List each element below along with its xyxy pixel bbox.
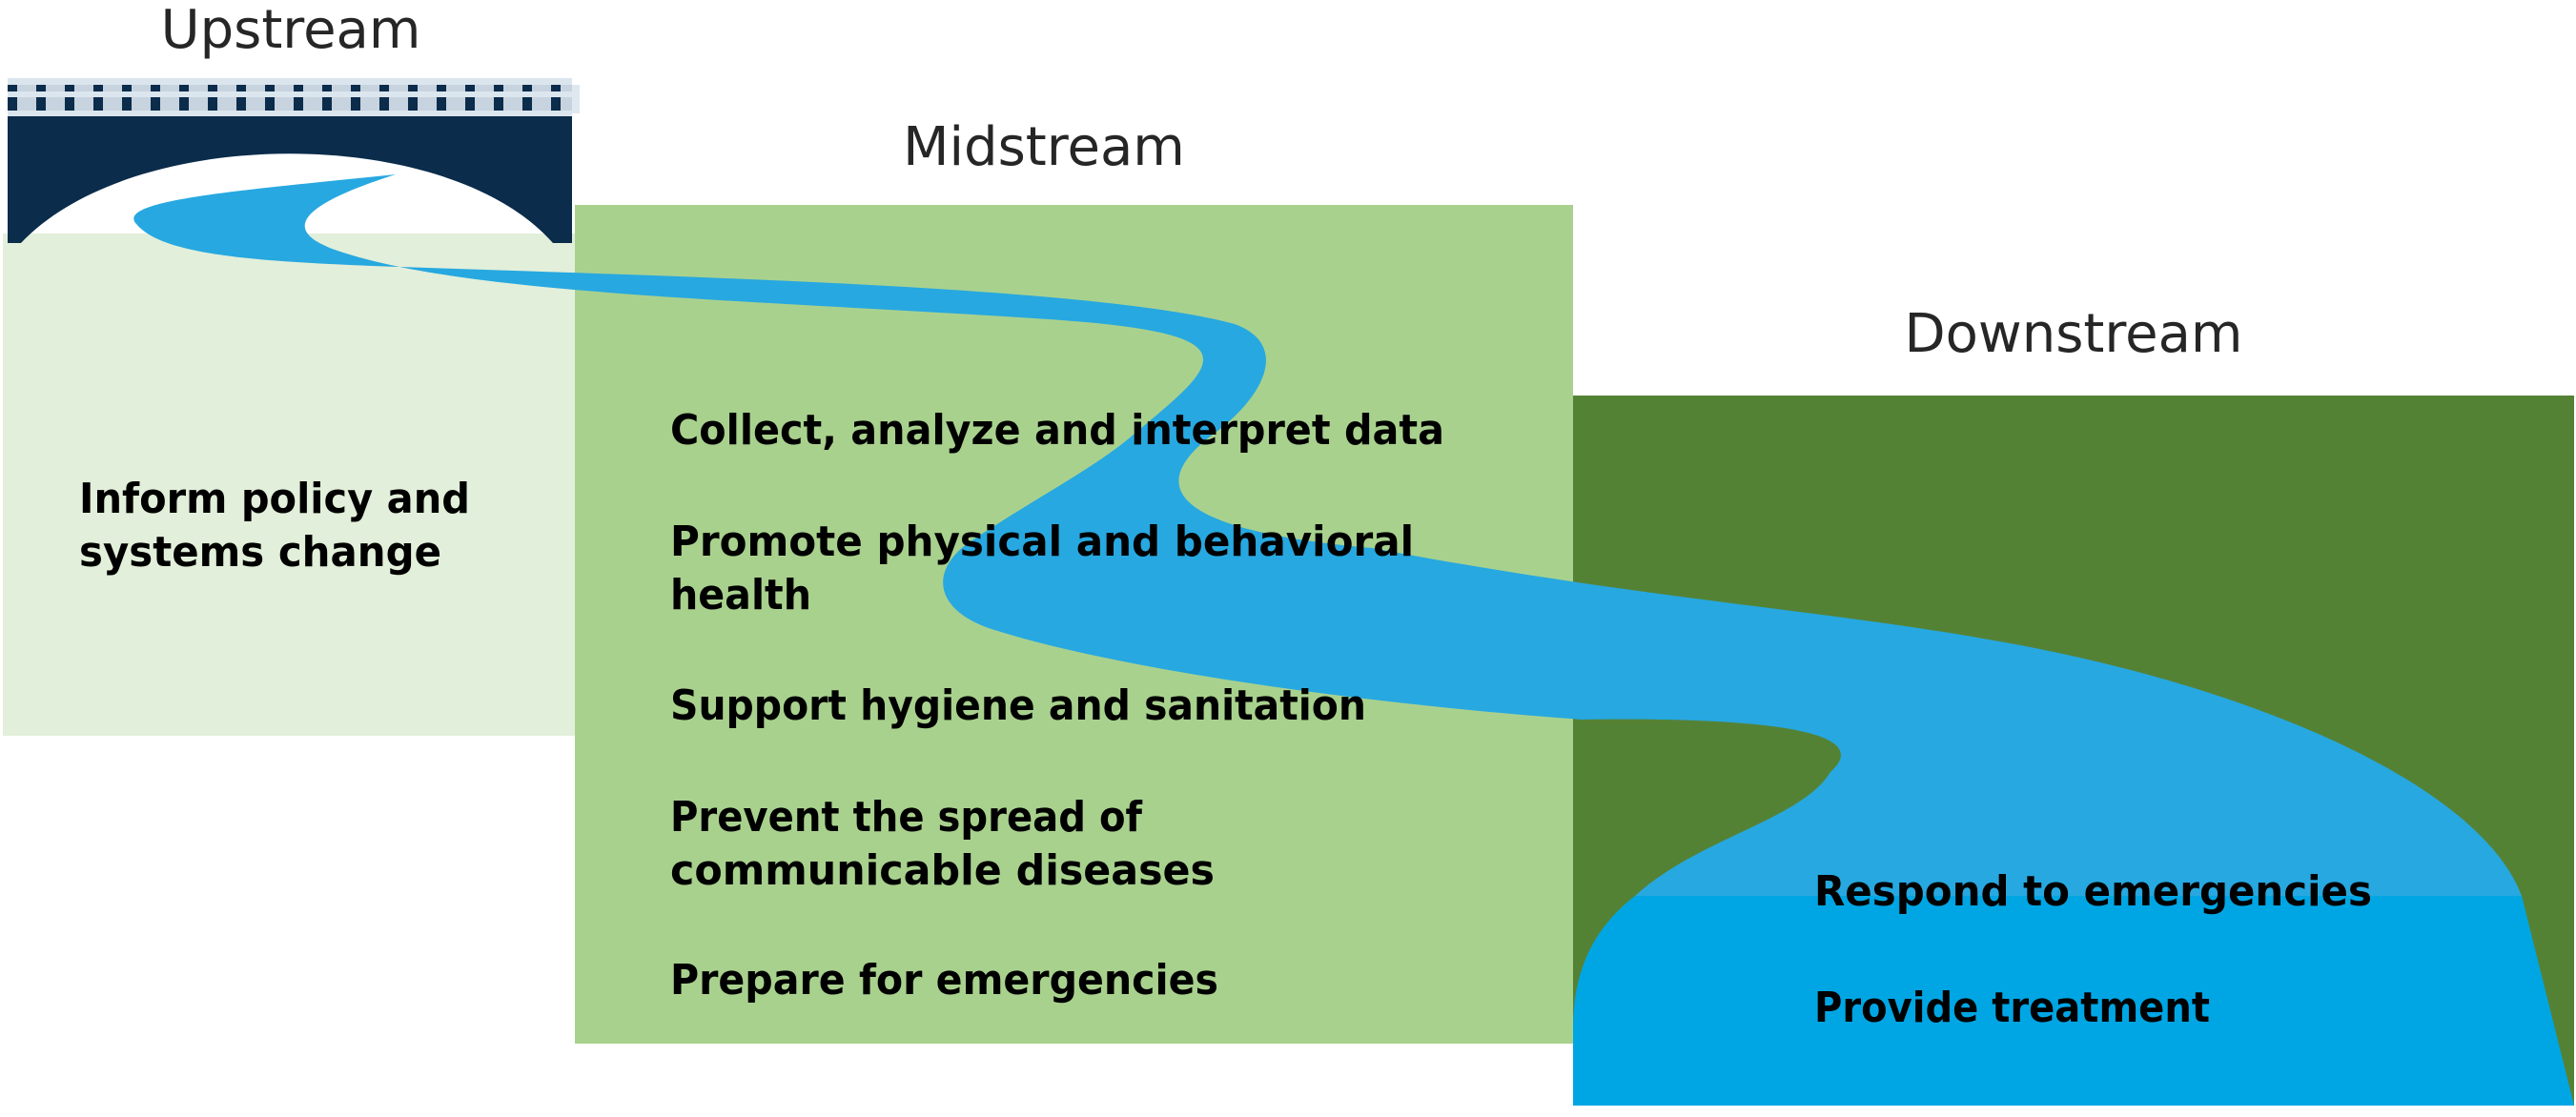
midstream-item-line: health	[670, 571, 811, 619]
downstream-item-line: Provide treatment	[1814, 984, 2210, 1032]
heading-midstream: Midstream	[903, 116, 1185, 178]
midstream-item-line: Prepare for emergencies	[670, 956, 1218, 1005]
heading-downstream: Downstream	[1905, 303, 2243, 365]
midstream-item-hygiene-sanitation: Support hygiene and sanitation	[670, 681, 1366, 730]
river-icon	[133, 174, 2574, 1106]
bridge-icon	[8, 78, 580, 243]
upstream-item-line: Inform policy and	[79, 475, 470, 523]
heading-upstream: Upstream	[161, 0, 421, 61]
midstream-item-collect-data: Collect, analyze and interpret data	[670, 406, 1444, 455]
downstream-item-line: Respond to emergencies	[1814, 867, 2372, 916]
upstream-item-inform-policy: Inform policy and	[79, 475, 470, 523]
upstream-panel	[3, 234, 575, 736]
midstream-item-line: Promote physical and behavioral	[670, 518, 1414, 566]
midstream-item-prevent-spread: Prevent the spread of communicable disea…	[670, 793, 1215, 895]
downstream-item-treatment: Provide treatment	[1814, 984, 2210, 1032]
midstream-item-prepare-emergencies: Prepare for emergencies	[670, 956, 1218, 1005]
midstream-item-line: Collect, analyze and interpret data	[670, 406, 1444, 455]
midstream-item-line: communicable diseases	[670, 846, 1215, 895]
upstream-item-inform-policy-line2: systems change	[79, 528, 441, 577]
midstream-item-line: Prevent the spread of	[670, 793, 1143, 842]
midstream-item-line: Support hygiene and sanitation	[670, 681, 1366, 730]
upstream-item-line: systems change	[79, 528, 441, 577]
downstream-item-respond: Respond to emergencies	[1814, 867, 2372, 916]
midstream-item-promote-health: Promote physical and behavioral health	[670, 518, 1428, 619]
